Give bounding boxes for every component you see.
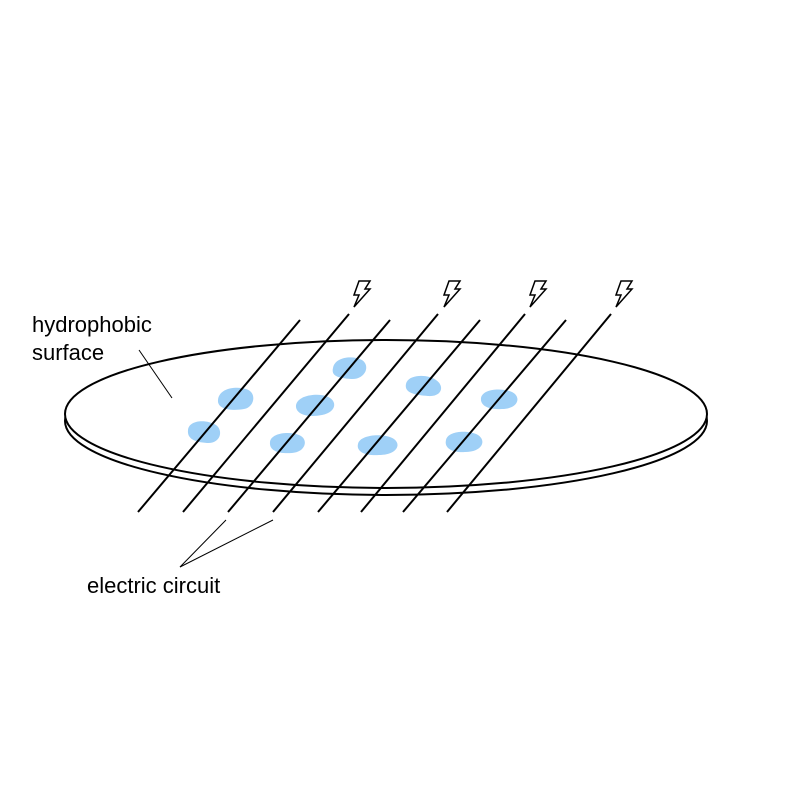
lightning-bolt-icon: [352, 280, 372, 308]
disk-top-face: [64, 339, 708, 489]
electrode-wire: [360, 313, 526, 513]
droplet: [295, 394, 335, 416]
label-electric-circuit: electric circuit: [87, 519, 274, 598]
surface-leader-line: [138, 349, 173, 399]
circuit-label: electric circuit: [87, 573, 220, 598]
hydrophobic-surface-disk: [64, 339, 708, 496]
surface-label-line1: hydrophobic: [32, 312, 152, 337]
lightning-bolt-icon: [528, 280, 548, 308]
droplet: [217, 387, 254, 410]
circuit-leader-line: [179, 519, 227, 568]
electrode-wire: [182, 313, 350, 513]
droplet: [187, 421, 221, 444]
droplet: [357, 435, 398, 456]
electrode-wire: [317, 319, 481, 513]
droplets: [187, 357, 518, 456]
label-hydrophobic-surface: hydrophobic surface: [32, 312, 173, 399]
lightning-bolt-icon: [442, 280, 462, 308]
power-sources: [352, 280, 634, 308]
droplet: [445, 431, 483, 453]
surface-label-line2: surface: [32, 340, 104, 365]
electrode-wire: [137, 319, 301, 513]
electrode-wire: [446, 313, 612, 513]
electrode-wire: [402, 319, 567, 513]
lightning-bolt-icon: [614, 280, 634, 308]
electric-circuit-wires: [137, 313, 612, 513]
electrode-wire: [272, 313, 439, 513]
electrode-wire: [227, 319, 391, 513]
circuit-leader-line: [179, 519, 274, 568]
